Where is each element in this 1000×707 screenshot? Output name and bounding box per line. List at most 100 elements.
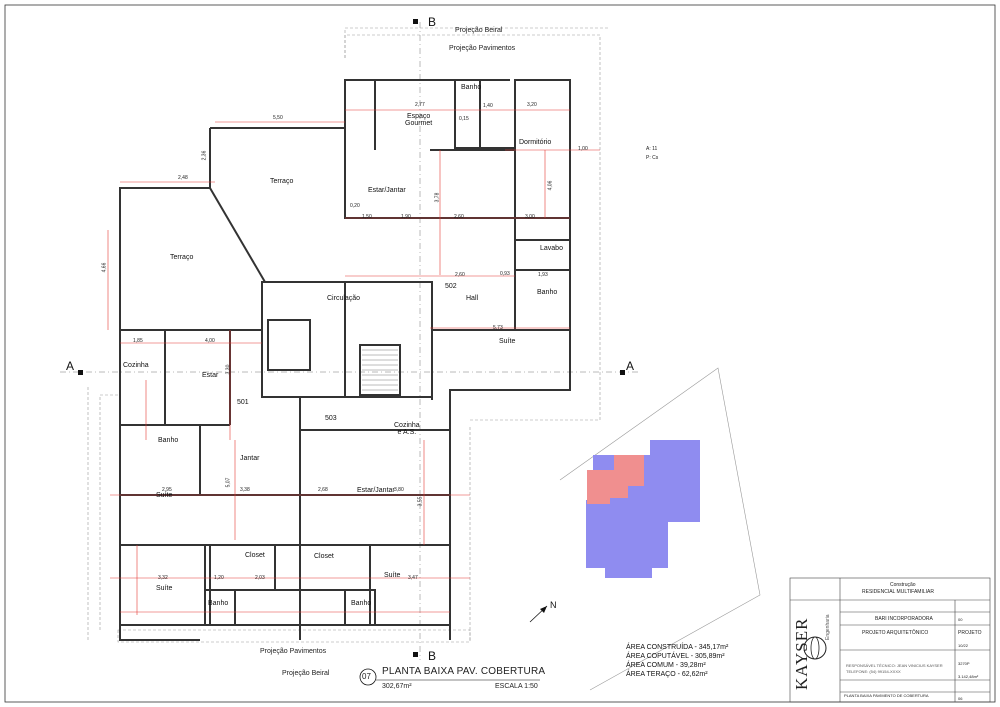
tb-numero: 00 — [958, 617, 963, 622]
section-mark-top: B — [428, 15, 437, 29]
tb-area-total: 3.142,48m² — [958, 674, 979, 679]
tb-prancha: PLANTA BAIXA PAVIMENTO DE COBERTURA — [844, 693, 929, 698]
projection-pavimentos-bottom: Projeção Pavimentos — [260, 648, 327, 655]
legend-p: P: Cs — [646, 155, 659, 161]
sheet-border — [4, 4, 996, 703]
dimension-lines — [107, 109, 600, 615]
dimension-label: 2,77 — [415, 102, 425, 108]
projection-beiral-bottom: Projeção Beiral — [282, 670, 330, 677]
dimension-label: 3,55 — [417, 496, 424, 507]
dimension-label: 2,68 — [318, 487, 328, 493]
room-unit-501: 501 — [237, 399, 249, 406]
dimension-label: 2,60 — [454, 214, 464, 220]
dimension-label: 1,93 — [538, 272, 548, 278]
section-mark-left: A — [66, 359, 75, 373]
dimension-label: 3,78 — [434, 192, 441, 203]
dimension-label: 3,47 — [408, 575, 418, 581]
north-arrow-icon — [529, 605, 548, 623]
tb-telefone: TELEFONE: (54) 99154-XXXX — [846, 669, 901, 674]
room-suite-mid-left: Suíte — [156, 492, 173, 499]
area-summary-1: ÁREA COPUTÁVEL - 305,89m² — [626, 653, 725, 660]
room-circulacao: Circulação — [327, 295, 361, 302]
dimension-label: 4,06 — [547, 180, 554, 191]
tb-construcao: RESIDENCIAL MULTIFAMILIAR — [862, 589, 934, 595]
room-cozinha-left: Cozinha — [123, 362, 149, 369]
room-lavabo: Lavabo — [540, 245, 563, 252]
room-banho-right: Banho — [537, 289, 558, 296]
room-estar-jantar-top: Estar/Jantar — [368, 187, 406, 194]
section-mark-bottom: B — [428, 649, 437, 663]
dimension-label: 3,00 — [525, 214, 535, 220]
company-logo: KAYSER — [792, 617, 811, 690]
dimension-label: 2,36 — [201, 150, 208, 161]
drawing-area: 302,67m² — [382, 683, 412, 690]
drawing-title: PLANTA BAIXA PAV. COBERTURA — [382, 666, 546, 677]
dimension-label: 1,50 — [362, 214, 372, 220]
room-unit-502: 502 — [445, 283, 457, 290]
dimension-label: 1,90 — [401, 214, 411, 220]
dimension-label: 3,38 — [240, 487, 250, 493]
key-plan — [559, 367, 761, 691]
title-block — [789, 577, 991, 703]
drawing-number: 07 — [362, 672, 371, 681]
dimension-label: 4,00 — [205, 338, 215, 344]
dimension-label: 1,00 — [578, 146, 588, 152]
tb-escala: 3270P — [958, 661, 970, 666]
projection-pavimentos-top: Projeção Pavimentos — [449, 45, 516, 52]
tb-folha: 06 — [958, 696, 963, 701]
dimension-label: 2,60 — [455, 272, 465, 278]
drawing-title-marker — [359, 668, 540, 686]
room-banho-bottom-1: Banho — [208, 600, 229, 607]
stair — [362, 349, 398, 391]
room-hall: Hall — [466, 295, 479, 302]
area-summary-3: ÁREA TERAÇO - 62,62m² — [626, 671, 708, 678]
dimension-label: 0,15 — [459, 116, 469, 122]
dimension-label: 3,20 — [527, 102, 537, 108]
dimension-label: 0,93 — [500, 271, 510, 277]
tb-projeto: PROJETO ARQUITETÔNICO — [862, 630, 929, 636]
area-summary-2: ÁREA COMUM - 39,28m² — [626, 662, 706, 669]
dimension-label: 5,07 — [225, 477, 232, 488]
company-logo-sub: Engenharia — [825, 614, 831, 640]
room-suite-bottom-right: Suíte — [384, 572, 401, 579]
room-banho-left: Banho — [158, 437, 179, 444]
tb-responsavel: RESPONSÁVEL TÉCNICO: JEAN VINICIUS KAYSE… — [846, 663, 943, 668]
room-banho-top: Banho — [461, 84, 482, 91]
area-summary-0: ÁREA CONSTRUÍDA - 345,17m² — [626, 644, 729, 651]
dimension-label: 3,30 — [225, 364, 232, 375]
room-terraco-1: Terraço — [270, 178, 294, 185]
room-terraco-2: Terraço — [170, 254, 194, 261]
dimension-label: 3,80 — [394, 487, 404, 493]
dimension-label: 1,20 — [214, 575, 224, 581]
room-jantar: Jantar — [240, 455, 260, 462]
room-suite-bottom-left: Suíte — [156, 585, 173, 592]
tb-proprietario: BARI INCORPORADORA — [875, 616, 933, 622]
building-walls — [119, 79, 571, 641]
dimension-label: 1,85 — [133, 338, 143, 344]
room-closet-1: Closet — [245, 552, 265, 559]
key-plan-red-zone — [587, 455, 644, 504]
tb-construcao-label: Construção — [890, 582, 916, 588]
dimension-label: 0,20 — [350, 203, 360, 209]
dimension-label: 5,50 — [273, 115, 283, 121]
room-banho-bottom-2: Banho — [351, 600, 372, 607]
room-espaco-gourmet: Espaço Gourmet — [405, 113, 433, 127]
tb-data: 10/22 — [958, 643, 969, 648]
dimension-label: 2,48 — [178, 175, 188, 181]
projection-beiral-top: Projeção Beiral — [455, 27, 503, 34]
projection-outlines — [87, 27, 610, 643]
section-mark-right: A — [626, 359, 635, 373]
room-estar-left: Estar — [202, 372, 219, 379]
legend-a: A: 11 — [646, 146, 658, 152]
section-lines — [60, 22, 640, 660]
dimension-label: 1,40 — [483, 103, 493, 109]
room-dormitorio: Dormitório — [519, 139, 552, 146]
dimension-label: 4,66 — [101, 262, 108, 273]
room-unit-503: 503 — [325, 415, 337, 422]
room-estar-jantar-bottom: Estar/Jantar — [357, 487, 395, 494]
tb-etapa: PROJETO — [958, 630, 982, 636]
dimension-label: 2,03 — [255, 575, 265, 581]
dimension-label: 5,73 — [493, 325, 503, 331]
north-label: N — [550, 600, 557, 610]
room-suite-right: Suíte — [499, 338, 516, 345]
